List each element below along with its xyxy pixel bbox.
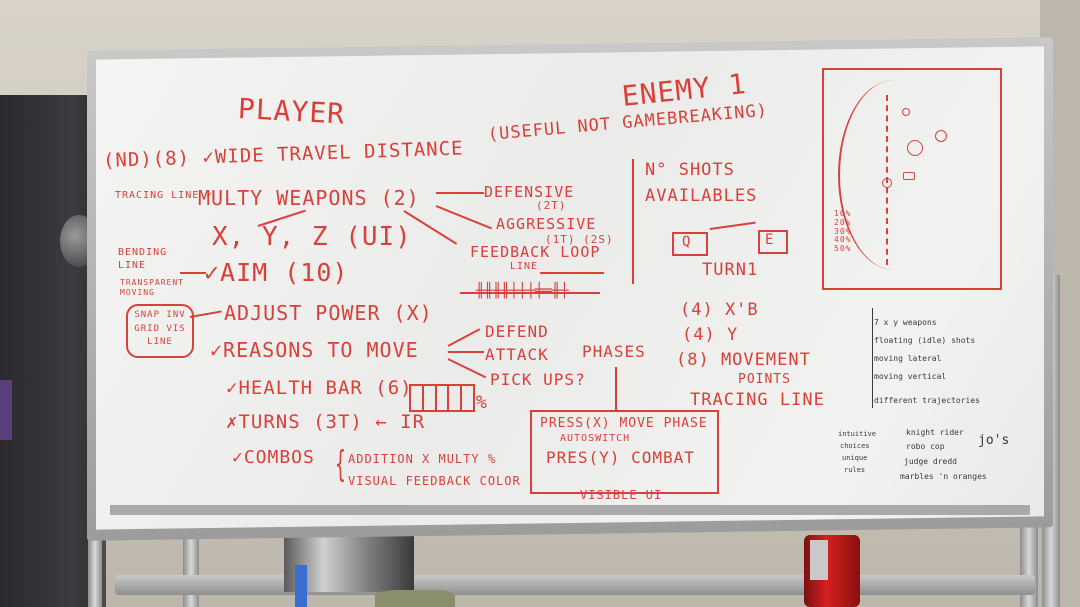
- q-key: Q: [682, 234, 692, 250]
- percent-item: 10%: [834, 209, 852, 218]
- side-note: choices: [840, 442, 870, 450]
- side-note: intuitive: [838, 430, 876, 438]
- name-note: judge dredd: [904, 457, 957, 466]
- aggressive-sub: (1T) (2S): [545, 233, 614, 246]
- feedback-sketch-arrow: [540, 272, 604, 274]
- arrow-to-attack: [448, 351, 484, 353]
- target-dot: [882, 178, 892, 188]
- n-shots-label: N° SHOTS: [645, 160, 735, 180]
- defend-label: DEFEND: [485, 322, 549, 341]
- name-note: marbles 'n oranges: [900, 472, 987, 481]
- available-label: AVAILABLES: [645, 186, 758, 206]
- arrow-to-defensive: [436, 192, 484, 194]
- stand-crossbar: [115, 575, 1035, 595]
- health-segment: [411, 386, 424, 410]
- multi-weapons-line: MULTY WEAPONS (2): [198, 186, 420, 210]
- aggressive-label: AGGRESSIVE: [496, 215, 597, 233]
- eight-movement-line: (8) MOVEMENT: [676, 350, 811, 370]
- feedback-sketch-axis: [460, 292, 600, 294]
- green-cloth: [375, 590, 455, 607]
- player-title: PLAYER: [237, 92, 346, 131]
- percent-item: 50%: [834, 244, 852, 254]
- percent-item: 30%: [834, 226, 852, 236]
- health-segment: [449, 386, 463, 410]
- pen-note: moving vertical: [874, 372, 947, 381]
- pen-note: floating (idle) shots: [874, 336, 976, 345]
- health-bar-sketch: [409, 384, 475, 412]
- extinguisher-label: [810, 540, 828, 580]
- press-x-line: PRESS(X) MOVE PHASE: [540, 416, 708, 431]
- name-note: robo cop: [906, 442, 945, 451]
- health-segment: [462, 386, 473, 410]
- feedback-loop-label: FEEDBACK LOOP: [470, 243, 601, 261]
- trajectory-diagram: [822, 68, 1002, 290]
- arrow-to-aim: [180, 272, 206, 274]
- defensive-sub: (2T): [536, 199, 567, 212]
- marker-tray: [110, 505, 1030, 515]
- name-note: knight rider: [906, 428, 964, 437]
- feedback-line-label: LINE: [510, 261, 539, 272]
- phase-switch-box: [530, 410, 719, 494]
- reasons-to-move-line: ✓REASONS TO MOVE: [210, 338, 419, 362]
- combos-line: ✓COMBOS: [232, 447, 315, 468]
- tracing-line-label: TRACING LINE ✓: [115, 190, 214, 201]
- snap-box: [126, 304, 194, 358]
- four-x-line: (4) X'B: [680, 300, 759, 320]
- visual-feedback-line: VISUAL FEEDBACK COLOR: [348, 474, 521, 488]
- tracing-line2: TRACING LINE: [690, 390, 825, 410]
- side-note: rules: [844, 466, 866, 474]
- pick-ups-label: PICK UPS?: [490, 370, 586, 389]
- pen-note: 7 x y weapons: [874, 318, 937, 327]
- percent-item: 40%: [834, 235, 852, 245]
- addition-multy-line: ADDITION X MULTY %: [348, 452, 497, 466]
- percent-item: 20%: [834, 217, 852, 227]
- notes-bracket: [872, 308, 881, 408]
- percentages-list: 10% 20% 30% 40% 50%: [834, 209, 864, 254]
- pen-note: different trajectories: [874, 396, 980, 405]
- blue-ribbon: [295, 565, 307, 607]
- health-percent: %: [476, 392, 488, 413]
- trajectory-arc: [838, 80, 950, 270]
- purple-object: [0, 380, 12, 440]
- q-key-box: [672, 232, 708, 256]
- target-dot: [907, 140, 923, 156]
- autoswitch-label: AUTOSWITCH: [560, 433, 631, 444]
- aim-line: ✓AIM (10): [204, 258, 349, 287]
- turns-line: ✗TURNS (3T) ← IR: [226, 411, 426, 433]
- attack-label: ATTACK: [485, 345, 549, 364]
- bending-line-label: BENDING LINE: [118, 247, 168, 271]
- press-y-line: PRES(Y) COMBAT: [546, 448, 695, 467]
- side-note: unique: [842, 454, 868, 462]
- target-dot: [903, 172, 915, 180]
- transparent-moving-label: TRANSPARENT MOVING: [120, 278, 184, 297]
- defensive-label: DEFENSIVE: [484, 183, 575, 201]
- feedback-sketch-ticks: ╫╫╫╫┼┼┼╪═╫┼: [476, 283, 569, 299]
- health-bar-line: ✓HEALTH BAR (6): [226, 377, 413, 399]
- enemy-divider: [632, 159, 634, 284]
- e-key-box: [758, 230, 788, 254]
- four-y-line: (4) Y: [682, 325, 739, 345]
- e-key: E: [765, 232, 775, 248]
- xyz-line: X, Y, Z (UI): [212, 222, 412, 252]
- points-label: POINTS: [738, 372, 791, 387]
- health-segment: [437, 386, 450, 410]
- combos-brace: {: [335, 444, 347, 485]
- target-dot: [902, 108, 910, 116]
- health-segment: [424, 386, 437, 410]
- adjust-power-line: ADJUST POWER (X): [224, 301, 433, 325]
- target-dot: [935, 130, 947, 142]
- snap-label: SNAP INV GRID VIS LINE: [134, 310, 186, 347]
- jos-note: jo's: [978, 433, 1010, 448]
- phases-label: PHASES: [582, 342, 646, 361]
- arrow-to-phases: [615, 367, 617, 411]
- pen-note: moving lateral: [874, 354, 942, 363]
- visible-ui-label: VISIBLE UI: [580, 488, 663, 502]
- turn1-label: TURN1: [702, 260, 759, 280]
